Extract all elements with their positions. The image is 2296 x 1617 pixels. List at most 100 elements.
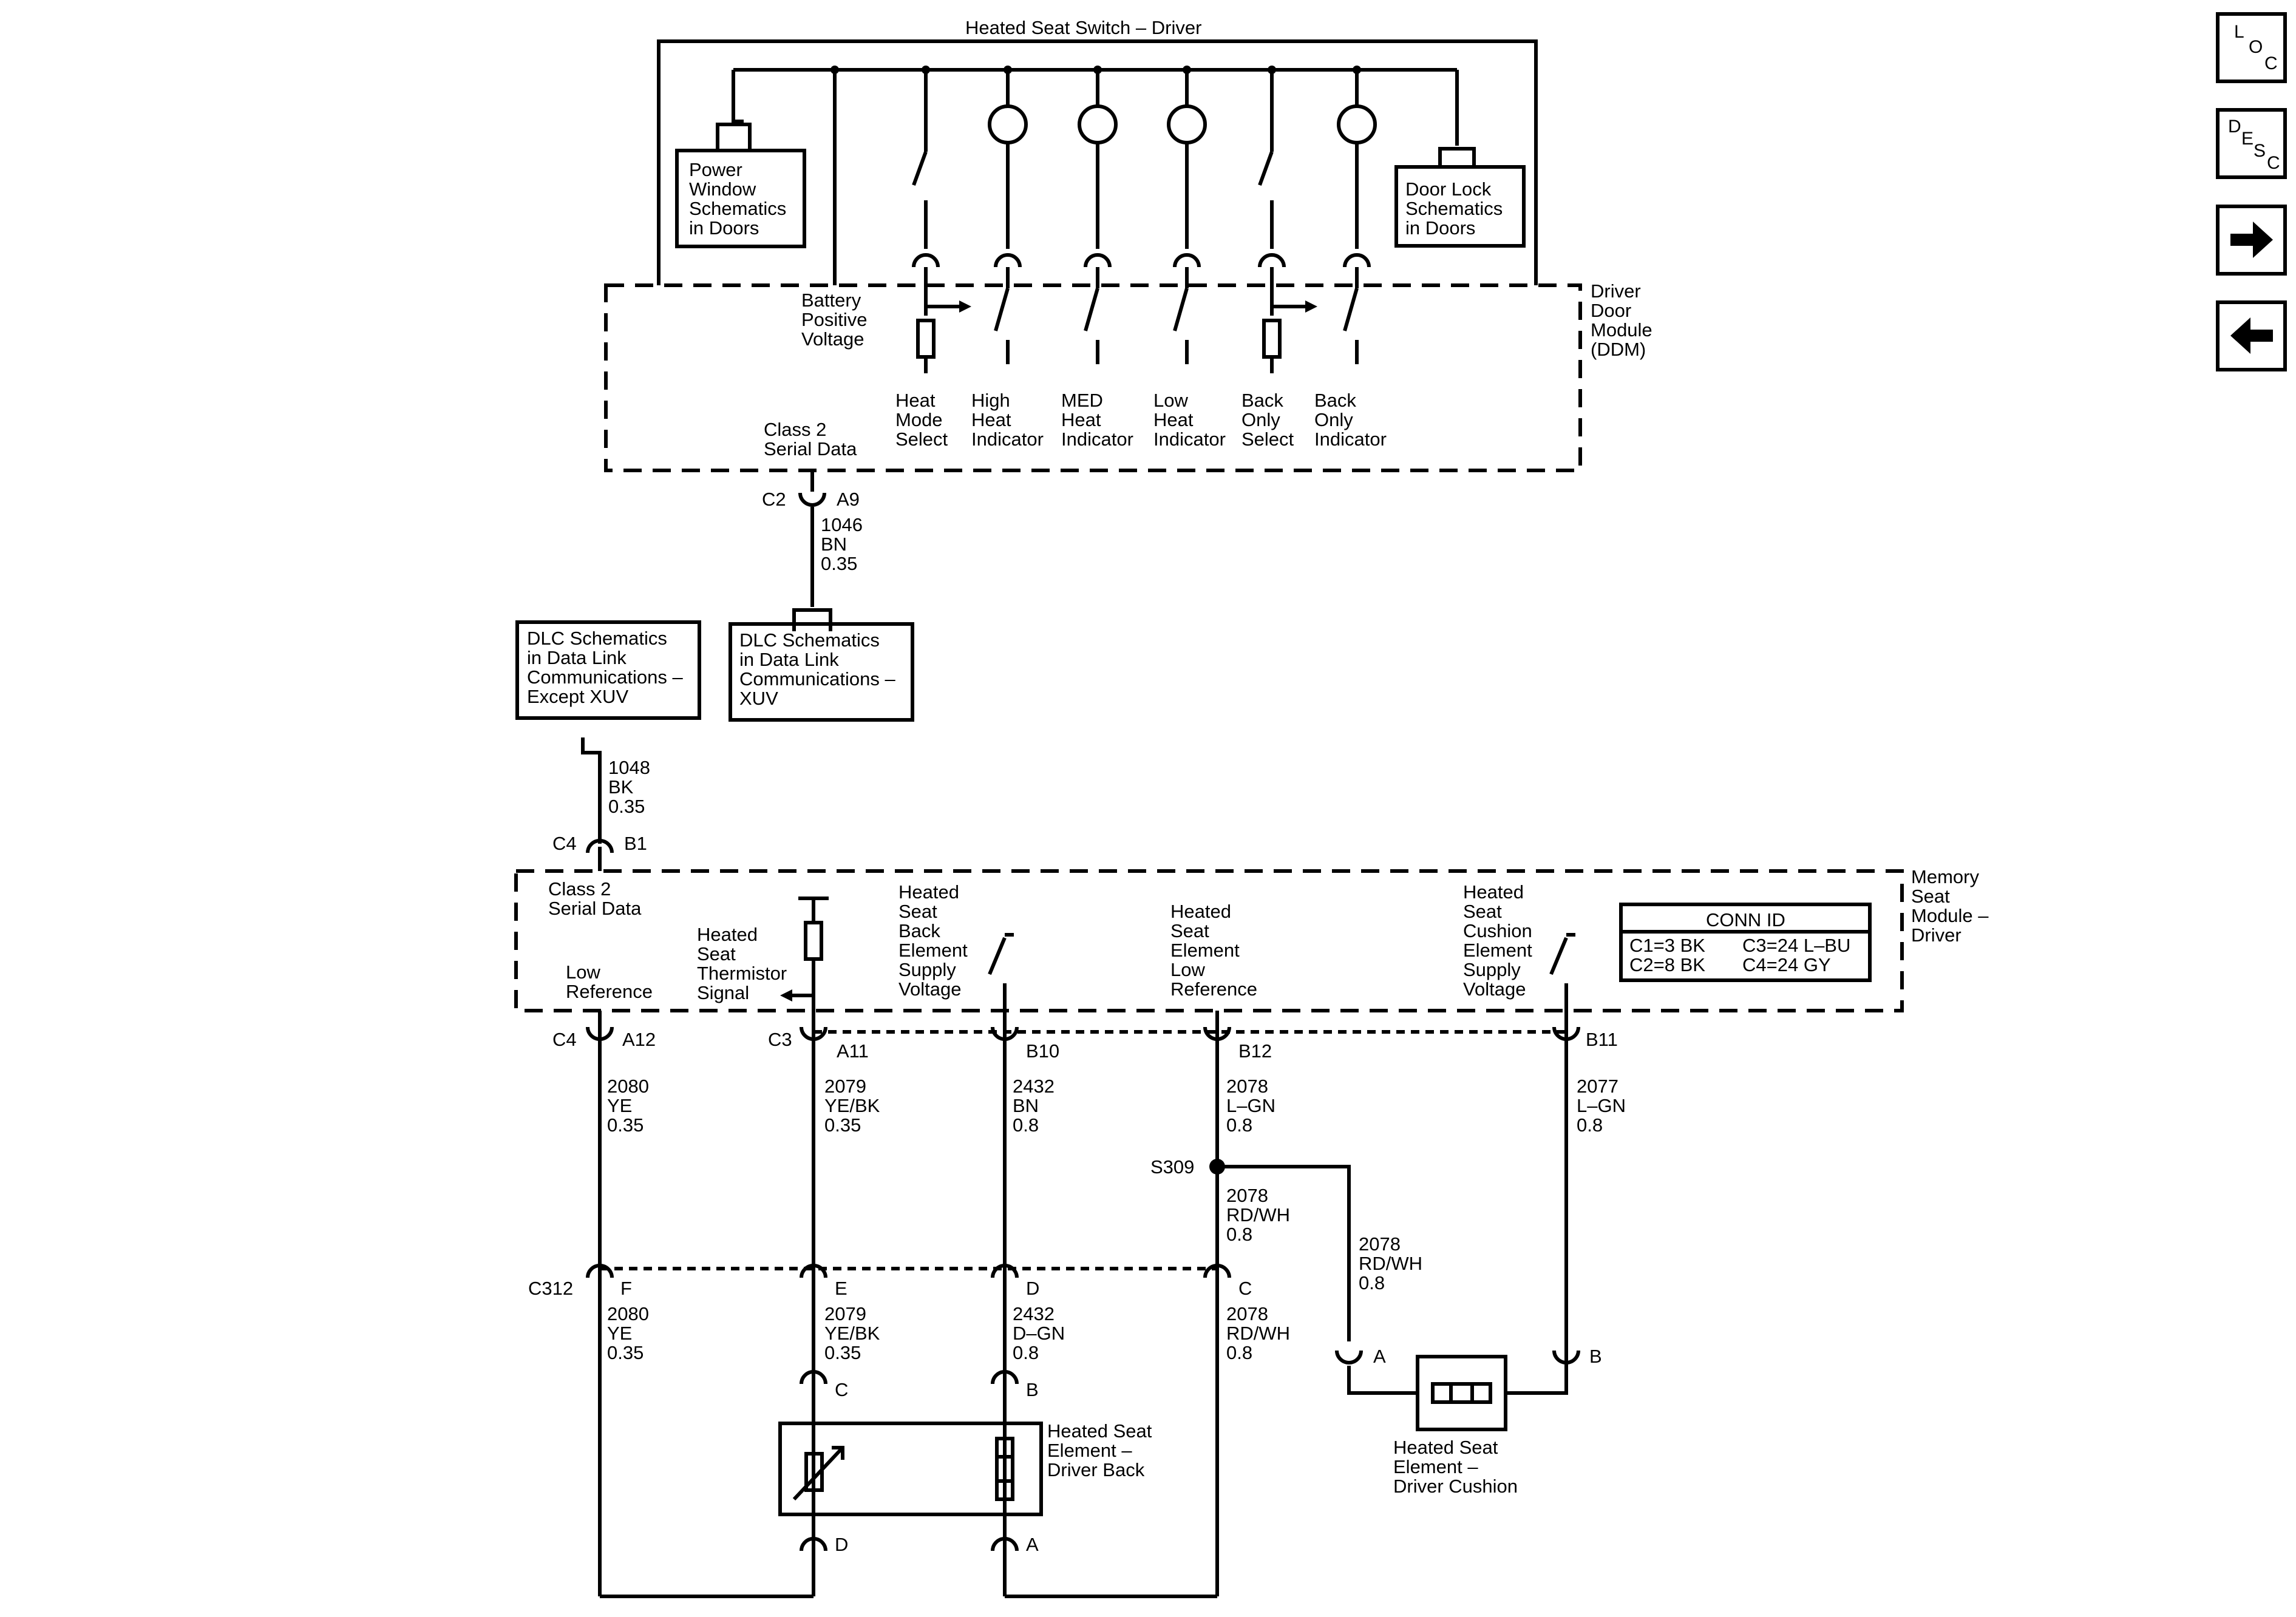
svg-text:MED: MED (1061, 390, 1103, 411)
svg-text:DLC Schematics: DLC Schematics (739, 629, 880, 651)
svg-text:XUV: XUV (739, 688, 778, 709)
svg-text:RD/WH: RD/WH (1359, 1253, 1422, 1274)
svg-text:CONN ID: CONN ID (1706, 909, 1785, 931)
svg-text:C: C (1238, 1278, 1252, 1299)
svg-text:C312: C312 (528, 1278, 573, 1299)
svg-text:A: A (1026, 1534, 1039, 1555)
svg-text:2080: 2080 (607, 1076, 649, 1097)
svg-text:(DDM): (DDM) (1591, 339, 1646, 360)
svg-text:0.8: 0.8 (1359, 1272, 1385, 1293)
svg-text:Select: Select (895, 429, 948, 450)
svg-text:Module: Module (1591, 319, 1652, 341)
svg-text:YE: YE (607, 1095, 632, 1116)
svg-text:D: D (1026, 1278, 1039, 1299)
svg-text:BN: BN (821, 534, 847, 555)
svg-text:Only: Only (1314, 409, 1353, 430)
svg-text:0.8: 0.8 (1013, 1114, 1039, 1136)
next-button[interactable] (2216, 205, 2287, 276)
conn-id-table: CONN ID C1=3 BK C2=8 BK C3=24 L–BU C4=24… (1629, 909, 1850, 975)
svg-text:0.35: 0.35 (821, 553, 857, 574)
svg-text:Heated Seat: Heated Seat (1393, 1437, 1498, 1458)
svg-text:Mode: Mode (895, 409, 943, 430)
svg-text:Seat: Seat (1911, 886, 1950, 907)
svg-text:Door: Door (1591, 300, 1631, 321)
svg-text:A9: A9 (837, 489, 860, 510)
svg-text:Door Lock: Door Lock (1405, 178, 1492, 200)
svg-text:Memory: Memory (1911, 866, 1979, 887)
svg-text:2078: 2078 (1226, 1303, 1268, 1324)
arrow-left-icon (2230, 317, 2273, 354)
svg-text:Element: Element (1170, 940, 1240, 961)
svg-text:2078: 2078 (1226, 1185, 1268, 1206)
svg-text:C4: C4 (552, 1029, 577, 1050)
svg-text:Serial Data: Serial Data (548, 898, 642, 919)
svg-text:Back: Back (898, 920, 940, 941)
svg-text:B: B (1589, 1346, 1602, 1367)
svg-text:A11: A11 (837, 1040, 869, 1062)
svg-text:Driver Back: Driver Back (1047, 1459, 1145, 1480)
desc-button[interactable]: D E S C (2216, 108, 2287, 179)
loc-button[interactable]: L O C (2216, 12, 2287, 83)
svg-text:0.35: 0.35 (607, 1342, 644, 1363)
svg-text:Element: Element (898, 940, 968, 961)
svg-text:Back: Back (1241, 390, 1283, 411)
svg-text:Select: Select (1241, 429, 1294, 450)
svg-text:A: A (1373, 1346, 1386, 1367)
svg-text:S309: S309 (1150, 1156, 1194, 1178)
svg-text:C4=24 GY: C4=24 GY (1742, 954, 1831, 975)
svg-text:L–GN: L–GN (1226, 1095, 1275, 1116)
svg-text:BN: BN (1013, 1095, 1039, 1116)
svg-text:Schematics: Schematics (689, 198, 786, 219)
svg-text:B11: B11 (1586, 1029, 1618, 1050)
svg-text:Heat: Heat (895, 390, 936, 411)
svg-text:Heated: Heated (898, 881, 959, 903)
svg-text:Serial Data: Serial Data (764, 438, 857, 459)
svg-text:Communications –: Communications – (739, 668, 895, 690)
svg-text:Supply: Supply (1463, 959, 1521, 980)
svg-text:B10: B10 (1026, 1040, 1059, 1062)
svg-text:2432: 2432 (1013, 1303, 1055, 1324)
prev-button[interactable] (2216, 300, 2287, 371)
svg-text:Element –: Element – (1047, 1440, 1132, 1461)
svg-text:0.8: 0.8 (1226, 1114, 1252, 1136)
svg-text:Heat: Heat (971, 409, 1011, 430)
ref-box-dlc-except-xuv: DLC Schematics in Data Link Communicatio… (515, 620, 701, 720)
svg-text:E: E (835, 1278, 847, 1299)
svg-text:Voltage: Voltage (1463, 978, 1526, 1000)
svg-text:Element –: Element – (1393, 1456, 1478, 1477)
svg-text:Window: Window (689, 178, 756, 200)
svg-text:Voltage: Voltage (801, 328, 864, 350)
svg-text:in Doors: in Doors (689, 217, 759, 239)
svg-text:1048: 1048 (608, 757, 650, 778)
component-labels: Heated Seat Element – Driver Back Heated… (1047, 1420, 1518, 1497)
arrow-right-icon (2230, 222, 2273, 258)
msm-circuit-labels: Class 2 Serial Data Low Reference Heated… (548, 878, 1532, 1003)
svg-text:B1: B1 (624, 833, 647, 854)
svg-text:Element: Element (1463, 940, 1532, 961)
svg-text:Heated: Heated (1463, 881, 1524, 903)
svg-text:0.8: 0.8 (1577, 1114, 1603, 1136)
svg-text:Module –: Module – (1911, 905, 1989, 926)
svg-text:2078: 2078 (1359, 1233, 1401, 1255)
svg-text:C4: C4 (552, 833, 577, 854)
svg-text:D–GN: D–GN (1013, 1323, 1065, 1344)
svg-text:Low: Low (1170, 959, 1205, 980)
svg-text:Seat: Seat (697, 943, 736, 964)
svg-text:L–GN: L–GN (1577, 1095, 1626, 1116)
svg-text:Back: Back (1314, 390, 1356, 411)
svg-text:Low: Low (566, 961, 600, 983)
svg-text:Reference: Reference (1170, 978, 1257, 1000)
svg-text:2079: 2079 (824, 1303, 866, 1324)
svg-text:in Data Link: in Data Link (739, 649, 839, 670)
svg-text:Class 2: Class 2 (548, 878, 611, 900)
svg-text:Voltage: Voltage (898, 978, 961, 1000)
svg-text:Driver Cushion: Driver Cushion (1393, 1476, 1518, 1497)
svg-text:Signal: Signal (697, 982, 749, 1003)
svg-text:Seat: Seat (898, 901, 937, 922)
svg-text:Indicator: Indicator (1061, 429, 1133, 450)
svg-text:Heated: Heated (1170, 901, 1231, 922)
svg-text:Thermistor: Thermistor (697, 963, 787, 984)
svg-text:Heat: Heat (1061, 409, 1101, 430)
svg-text:0.35: 0.35 (824, 1342, 861, 1363)
